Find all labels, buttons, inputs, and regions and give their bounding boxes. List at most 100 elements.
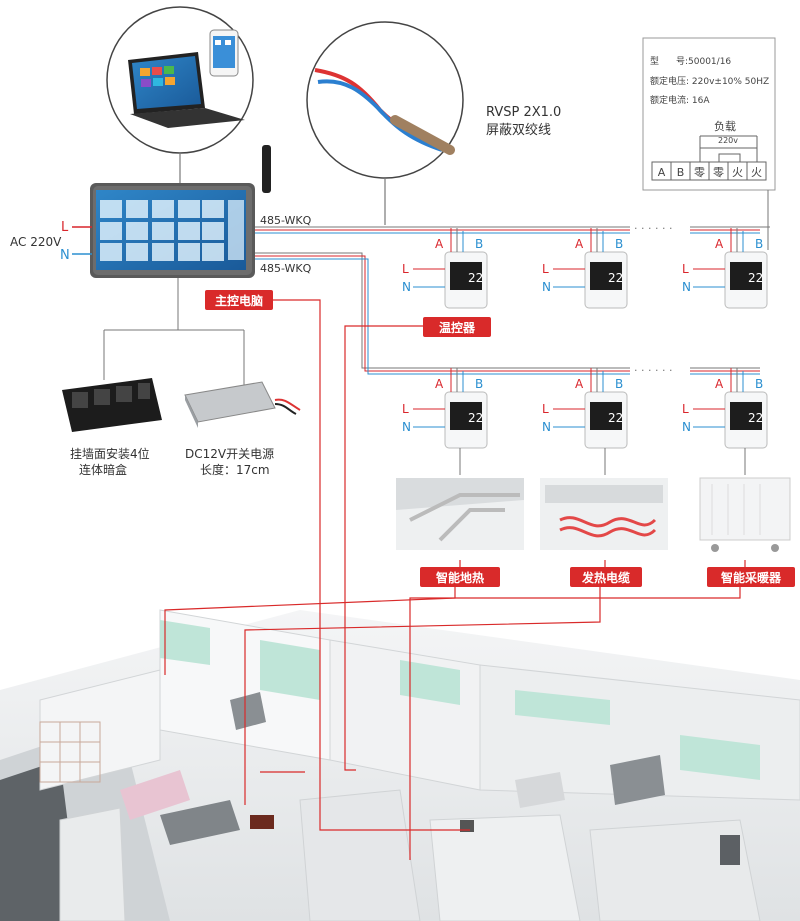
svg-text:主控电脑: 主控电脑 bbox=[215, 293, 263, 308]
thermostat-l-label: L bbox=[402, 402, 409, 416]
screen-tile bbox=[178, 243, 200, 261]
thermostat-display bbox=[450, 262, 482, 290]
spec-terminal-label: 火 bbox=[751, 166, 762, 179]
spec-load-voltage: 220v bbox=[718, 136, 738, 145]
thermostat-temp: 22 bbox=[748, 271, 763, 285]
screen-tile bbox=[152, 243, 174, 261]
spec-terminal-label: 零 bbox=[713, 166, 724, 179]
thermostat: 22 A B LN bbox=[402, 368, 488, 449]
thermostat-display bbox=[450, 402, 482, 430]
spec-terminal-label: 火 bbox=[732, 166, 743, 179]
thermostat-b-label: B bbox=[615, 237, 623, 251]
screen-tile bbox=[152, 222, 174, 240]
screen-tile bbox=[202, 222, 224, 240]
thermostat-b-label: B bbox=[475, 237, 483, 251]
tag-master: 主控电脑 bbox=[205, 290, 273, 310]
screen-tile bbox=[100, 222, 122, 240]
cable-label: RVSP 2X1.0 屏蔽双绞线 bbox=[486, 105, 561, 138]
heating-cable-photo bbox=[540, 478, 668, 550]
thermostat-temp: 22 bbox=[468, 271, 483, 285]
bus-lines: · · · · · · · · · · · · bbox=[255, 222, 770, 377]
thermostat: 22 A B LN bbox=[682, 368, 768, 449]
thermostat-temp: 22 bbox=[608, 411, 623, 425]
cable-circle bbox=[306, 21, 464, 179]
power-l-label: L bbox=[61, 220, 69, 235]
svg-text:· · · · · ·: · · · · · · bbox=[634, 364, 672, 377]
screen-side-panel bbox=[228, 200, 244, 260]
svg-text:· · · · · ·: · · · · · · bbox=[634, 222, 672, 235]
thermostat-a-label: A bbox=[435, 377, 444, 391]
thermostat-a-label: A bbox=[575, 237, 584, 251]
cable-name: 屏蔽双绞线 bbox=[486, 122, 551, 138]
screen-tile bbox=[126, 200, 148, 218]
spec-terminal-label: 零 bbox=[694, 166, 705, 179]
thermostat-l-label: L bbox=[402, 262, 409, 276]
spec-load-label: 负载 bbox=[714, 119, 736, 133]
tag-thermostat: 温控器 bbox=[423, 317, 491, 337]
laptop-circle bbox=[106, 6, 254, 154]
thermostat-n-label: N bbox=[682, 280, 691, 294]
screen-tile bbox=[202, 243, 224, 261]
thermostat-l-label: L bbox=[542, 262, 549, 276]
spec-model: 号:50001/16 bbox=[676, 56, 731, 67]
building-illustration bbox=[0, 609, 800, 921]
thermostat-temp: 22 bbox=[748, 411, 763, 425]
psu-label-1: DC12V开关电源 bbox=[185, 447, 274, 461]
bus-label-bottom: 485-WKQ bbox=[260, 262, 312, 275]
wall-box-label-2: 连体暗盒 bbox=[79, 462, 127, 477]
thermostat-temp: 22 bbox=[468, 411, 483, 425]
power-label: AC 220V bbox=[10, 235, 62, 249]
svg-text:智能地热: 智能地热 bbox=[435, 570, 484, 585]
thermostat-a-label: A bbox=[575, 377, 584, 391]
thermostat-a-label: A bbox=[435, 237, 444, 251]
screen-tile bbox=[100, 243, 122, 261]
spec-terminal bbox=[746, 161, 767, 181]
thermostat-l-label: L bbox=[682, 262, 689, 276]
thermostat-b-label: B bbox=[615, 377, 623, 391]
psu-label-2: 长度：17cm bbox=[200, 462, 270, 477]
spec-terminal-label: B bbox=[677, 166, 685, 179]
screen-tile bbox=[178, 222, 200, 240]
cable-shield-icon bbox=[390, 115, 455, 155]
thermostat-n-label: N bbox=[402, 420, 411, 434]
master-controller bbox=[90, 145, 271, 278]
thermostat-n-label: N bbox=[682, 420, 691, 434]
thermostat-a-label: A bbox=[715, 377, 724, 391]
floor-heating-photo bbox=[396, 478, 524, 550]
thermostat-display bbox=[590, 262, 622, 290]
heater-photo bbox=[699, 477, 791, 552]
tag-heating-cable: 发热电缆 bbox=[570, 567, 642, 587]
power-n-label: N bbox=[60, 248, 70, 263]
spec-model-label: 型 bbox=[650, 56, 659, 67]
screen-tile bbox=[126, 222, 148, 240]
svg-text:发热电缆: 发热电缆 bbox=[581, 570, 630, 585]
screen-tile bbox=[152, 200, 174, 218]
thermostat-n-label: N bbox=[542, 280, 551, 294]
tag-heater: 智能采暖器 bbox=[707, 567, 795, 587]
bus-label-top: 485-WKQ bbox=[260, 214, 312, 227]
cable-model: RVSP 2X1.0 bbox=[486, 105, 561, 120]
tag-floor-heating: 智能地热 bbox=[420, 567, 500, 587]
thermostat-a-label: A bbox=[715, 237, 724, 251]
screen-tile bbox=[126, 243, 148, 261]
spec-box: 型 号:50001/16 额定电压: 220v±10% 50HZ 额定电流: 1… bbox=[642, 37, 776, 191]
thermostat-display bbox=[730, 402, 762, 430]
screen-tile bbox=[178, 200, 200, 218]
screen-tile bbox=[202, 200, 224, 218]
thermostat-b-label: B bbox=[755, 377, 763, 391]
wall-box-label-1: 挂墙面安装4位 bbox=[70, 446, 150, 461]
spec-current: 额定电流: 16A bbox=[650, 94, 710, 106]
thermostat-b-label: B bbox=[475, 377, 483, 391]
spec-voltage: 额定电压: 220v±10% 50HZ bbox=[650, 75, 769, 87]
thermostat-l-label: L bbox=[682, 402, 689, 416]
antenna-icon bbox=[262, 145, 271, 193]
